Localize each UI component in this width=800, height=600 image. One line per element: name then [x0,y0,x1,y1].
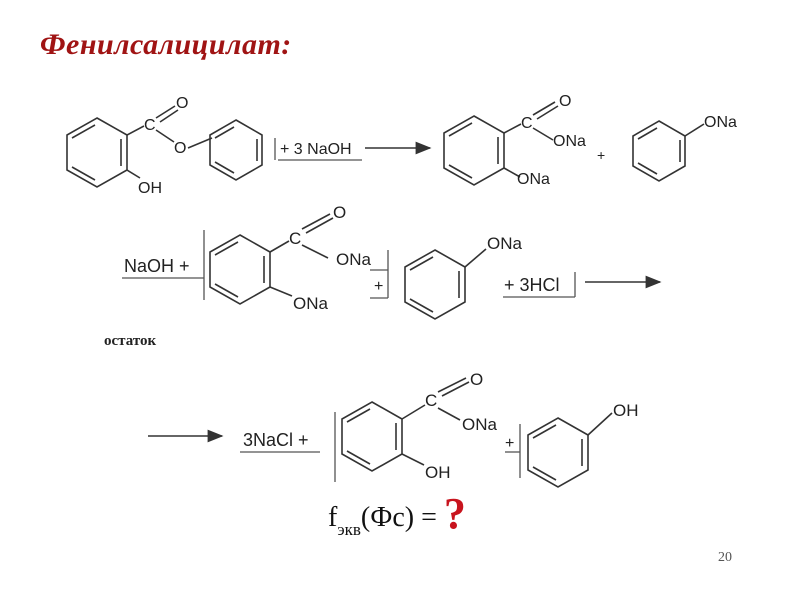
reagent-naoh: NaOH + [124,256,190,276]
atom-ona-label: ONa [293,294,329,313]
atom-ona-label: ONa [517,171,550,188]
formula-argument: (Фс) = [360,502,444,533]
disodium-salicylate-molecule: C O ONa + ONa [443,93,605,188]
plus-sign: + [374,278,383,295]
atom-o-label: O [176,95,188,112]
atom-o-label: O [333,203,346,222]
atom-ona-label: ONa [336,250,372,269]
plus-sign: + [597,147,605,163]
sodium-phenolate-molecule: ONa [632,114,737,182]
atom-o-label: O [470,370,483,389]
atom-ona-label: ONa [462,415,498,434]
atom-oh-label: OH [425,463,451,482]
slide-title: Фенилсалицилат: [40,28,292,61]
atom-ona-label: ONa [487,234,523,253]
atom-c-label: C [289,229,301,248]
residue-label: остаток [104,333,157,349]
atom-c-label: C [425,391,437,410]
question-mark: ? [443,489,466,538]
disodium-salicylate-molecule: C O ONa ONa [209,203,372,313]
salicylic-acid-sodium-salt-molecule: C O ONa OH [341,370,498,482]
phenyl-salicylate-molecule: C O O OH [66,95,263,197]
atom-o-label: O [174,140,186,157]
equivalence-factor-formula: fэкв(Фс) = ? [328,488,466,540]
atom-ona-label: ONa [553,133,586,150]
atom-c-label: C [144,117,156,134]
atom-ona-label: ONa [704,114,737,131]
reagent-3naoh: + 3 NaOH [280,141,352,158]
reagent-3hcl: + 3HCl [504,275,560,295]
plus-sign: + [505,435,514,452]
product-3nacl: 3NaCl + [243,430,309,450]
formula-f: f [328,502,338,533]
atom-oh-label: OH [138,180,162,197]
sodium-phenolate-molecule: ONa [404,234,523,320]
atom-o-label: O [559,93,571,110]
phenol-molecule: OH [527,401,639,488]
atom-oh-label: OH [613,401,639,420]
formula-subscript: экв [337,520,361,539]
atom-c-label: C [521,115,533,132]
page-number: 20 [718,550,732,565]
